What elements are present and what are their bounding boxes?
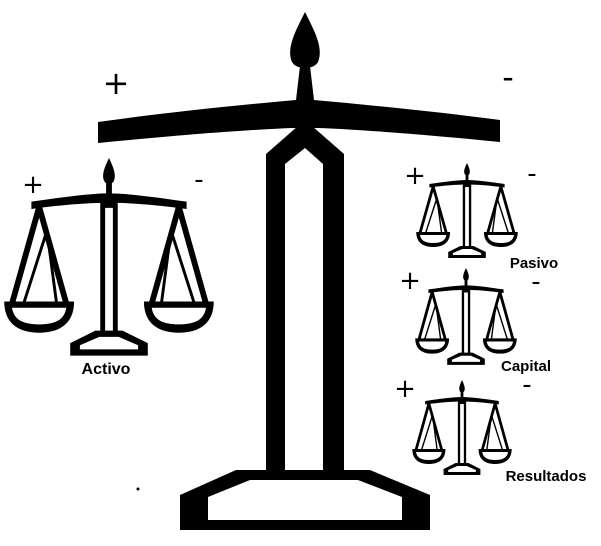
scale-resultados xyxy=(412,380,511,475)
scale-resultados-minus-sign: - xyxy=(522,370,531,400)
scale-activo-plus-sign: + xyxy=(22,170,44,200)
scale-activo-minus-sign: - xyxy=(194,165,203,195)
scale-pasivo-minus-sign: - xyxy=(527,159,536,189)
scale-pasivo xyxy=(416,163,518,258)
scale-capital-plus-sign: + xyxy=(399,266,421,296)
main-scale-base xyxy=(180,470,430,530)
scale-pasivo-plus-sign: + xyxy=(404,161,426,191)
main-scale-plus-sign: + xyxy=(103,64,130,102)
main-scale-pillar xyxy=(266,126,344,480)
scale-capital xyxy=(415,268,517,365)
scale-resultados-plus-sign: + xyxy=(394,374,416,404)
scale-resultados-label: Resultados xyxy=(506,468,587,485)
main-scale-finial xyxy=(290,12,320,68)
scale-activo-label: Activo xyxy=(82,361,131,378)
scan-speck xyxy=(137,488,140,491)
main-scale-minus-sign: - xyxy=(502,58,514,96)
scale-capital-minus-sign: - xyxy=(531,267,540,297)
